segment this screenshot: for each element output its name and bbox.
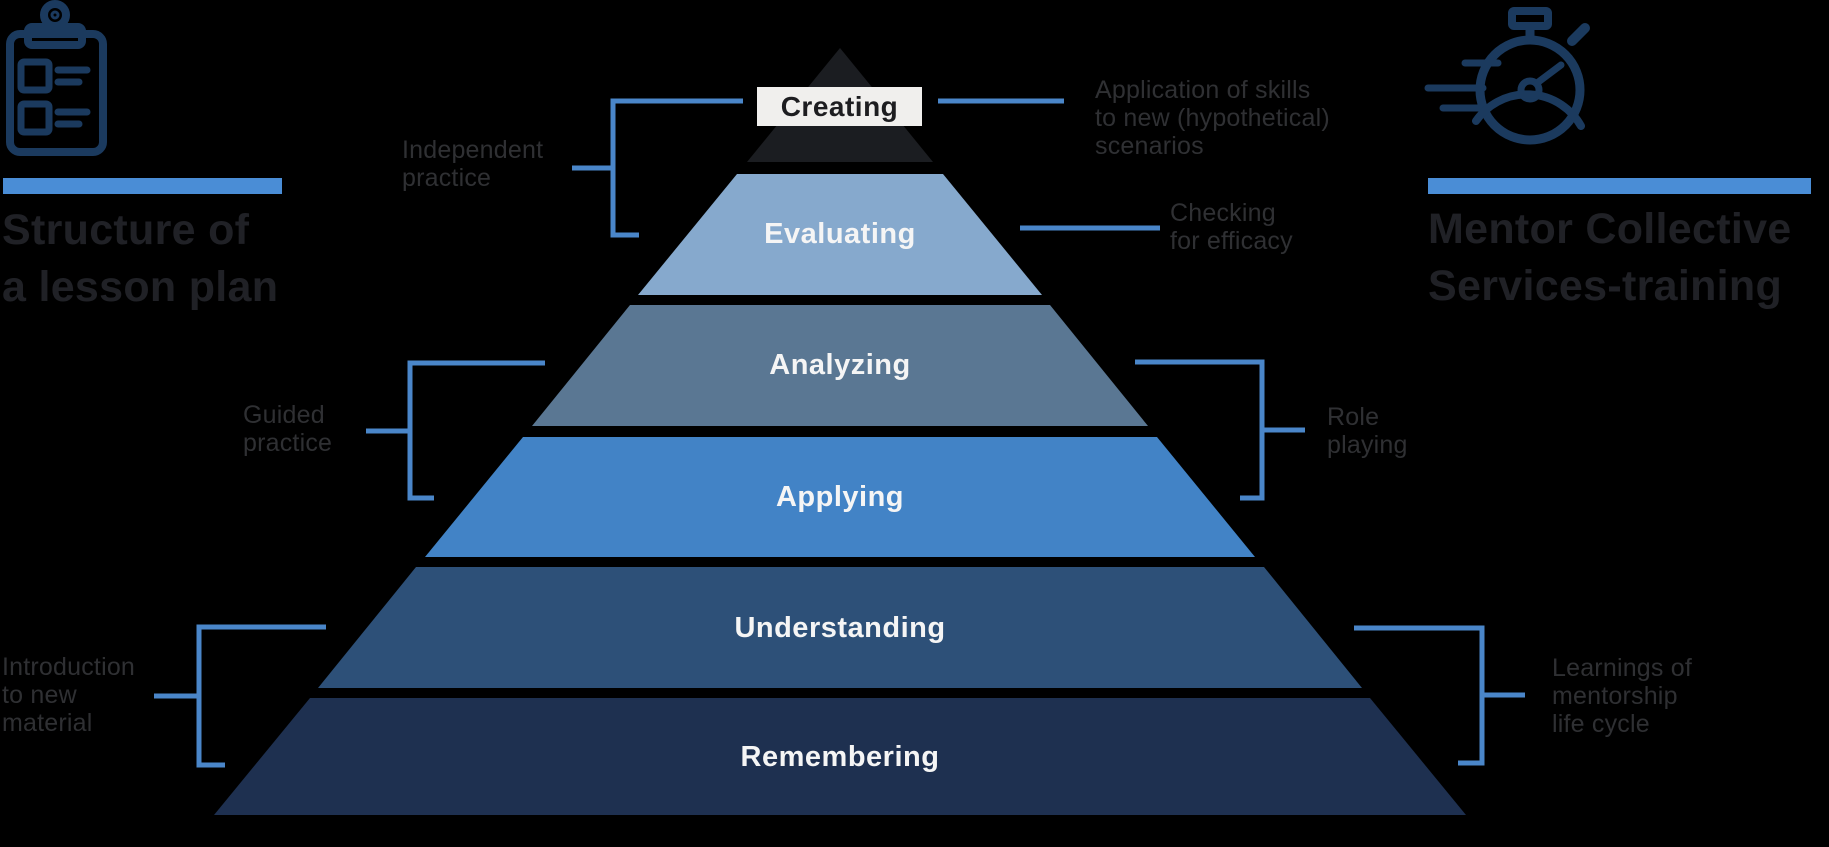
header-icons [6, 0, 1590, 156]
level-remembering-shape [214, 698, 1466, 815]
note-guided-practice: Guided practice [243, 401, 333, 457]
note-learnings-of-mentorship: Learnings of mentorship life cycle [1552, 654, 1692, 738]
stopwatch-icon [1424, 7, 1590, 145]
level-label-remembering: Remembering [740, 741, 940, 773]
note-role-playing: Role playing [1327, 403, 1408, 459]
connector-lines [154, 98, 1525, 768]
level-evaluating-shape [638, 174, 1042, 295]
level-label-understanding: Understanding [734, 612, 946, 644]
right-title: Mentor Collective Services-training [1428, 205, 1792, 310]
level-analyzing-shape [532, 305, 1148, 426]
note-application-of-skills: Application of skills to new (hypothetic… [1095, 76, 1330, 160]
level-understanding-shape [318, 567, 1362, 688]
level-label-analyzing: Analyzing [769, 349, 911, 381]
left-title: Structure of a lesson plan [2, 206, 279, 311]
level-applying-shape [425, 437, 1255, 557]
creating-label-box [757, 87, 922, 126]
note-independent-practice: Independent practice [402, 136, 544, 192]
level-label-evaluating: Evaluating [764, 218, 916, 250]
level-label-creating: Creating [780, 91, 899, 122]
left-accent-bar [3, 178, 282, 194]
clipboard-checklist-icon [6, 0, 107, 156]
note-checking-for-efficacy: Checking for efficacy [1170, 199, 1293, 255]
right-accent-bar [1428, 178, 1811, 194]
note-introduction-to-new-material: Introduction to new material [2, 653, 136, 737]
level-label-applying: Applying [775, 481, 905, 513]
